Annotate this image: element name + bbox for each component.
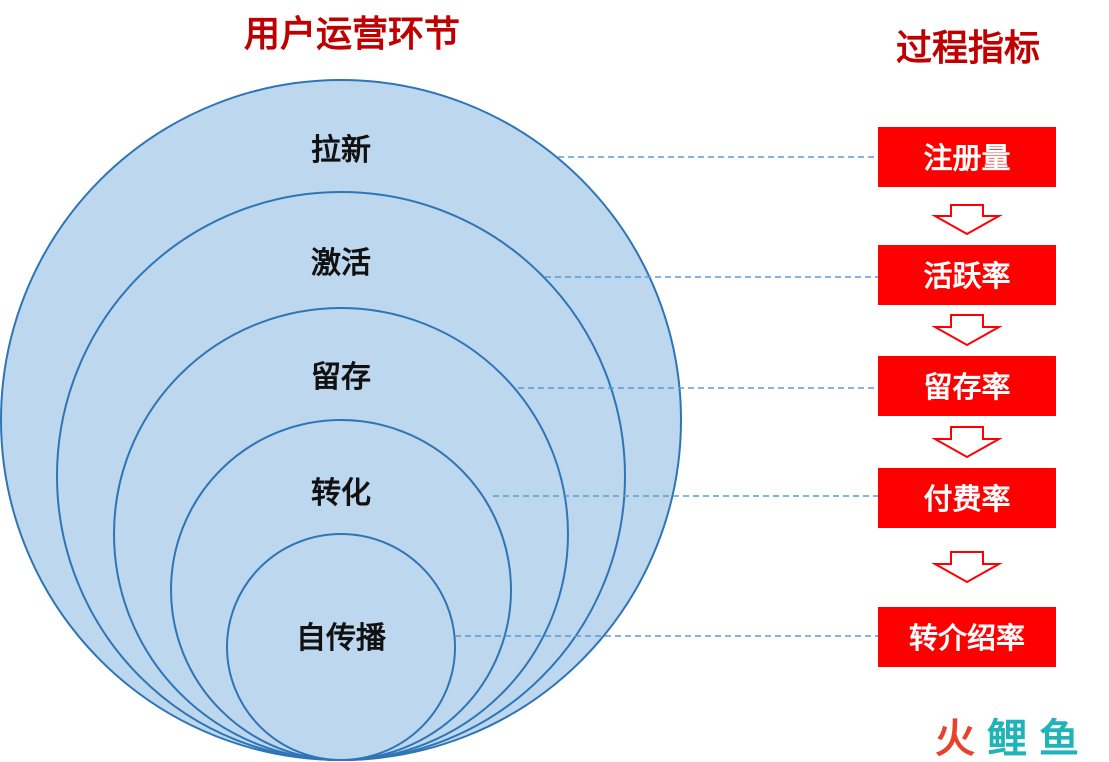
metric-label-payment-rate: 付费率 xyxy=(923,482,1010,516)
watermark: 火 鲤 鱼 xyxy=(935,716,1079,762)
down-arrow-icon xyxy=(931,314,1003,347)
metric-box-retention-rate xyxy=(878,356,1056,416)
down-arrow-icon xyxy=(931,551,1003,584)
watermark-char-carp: 鲤 xyxy=(987,716,1027,762)
stage-label-acquisition: 拉新 xyxy=(311,133,371,168)
watermark-char-fish: 鱼 xyxy=(1039,716,1079,762)
metric-label-referral-rate: 转介绍率 xyxy=(909,621,1025,655)
metric-label-registrations: 注册量 xyxy=(923,141,1010,175)
stage-labels: 拉新 激活 留存 转化 自传播 xyxy=(296,133,387,656)
metric-box-active-rate xyxy=(878,245,1056,305)
down-arrows xyxy=(931,204,1003,584)
stage-label-retention: 留存 xyxy=(311,360,371,395)
metric-box-referral-rate xyxy=(878,607,1056,667)
nested-circles xyxy=(0,79,682,761)
down-arrow-icon xyxy=(931,204,1003,236)
watermark-char-fire: 火 xyxy=(935,716,975,762)
stage-label-conversion: 转化 xyxy=(311,476,371,511)
metric-label-retention-rate: 留存率 xyxy=(923,370,1010,404)
stage-label-referral: 自传播 xyxy=(296,621,387,656)
metric-box-payment-rate xyxy=(878,468,1056,528)
right-title: 过程指标 xyxy=(896,28,1040,69)
metric-box-registrations xyxy=(878,127,1056,187)
connectors xyxy=(455,156,878,637)
stage-label-activation: 激活 xyxy=(311,246,371,281)
metric-boxes: 注册量 活跃率 留存率 付费率 转介绍率 xyxy=(878,127,1056,667)
down-arrow-icon xyxy=(931,426,1003,459)
metric-label-active-rate: 活跃率 xyxy=(923,259,1010,293)
circle-referral xyxy=(226,533,456,761)
left-title: 用户运营环节 xyxy=(244,14,460,55)
